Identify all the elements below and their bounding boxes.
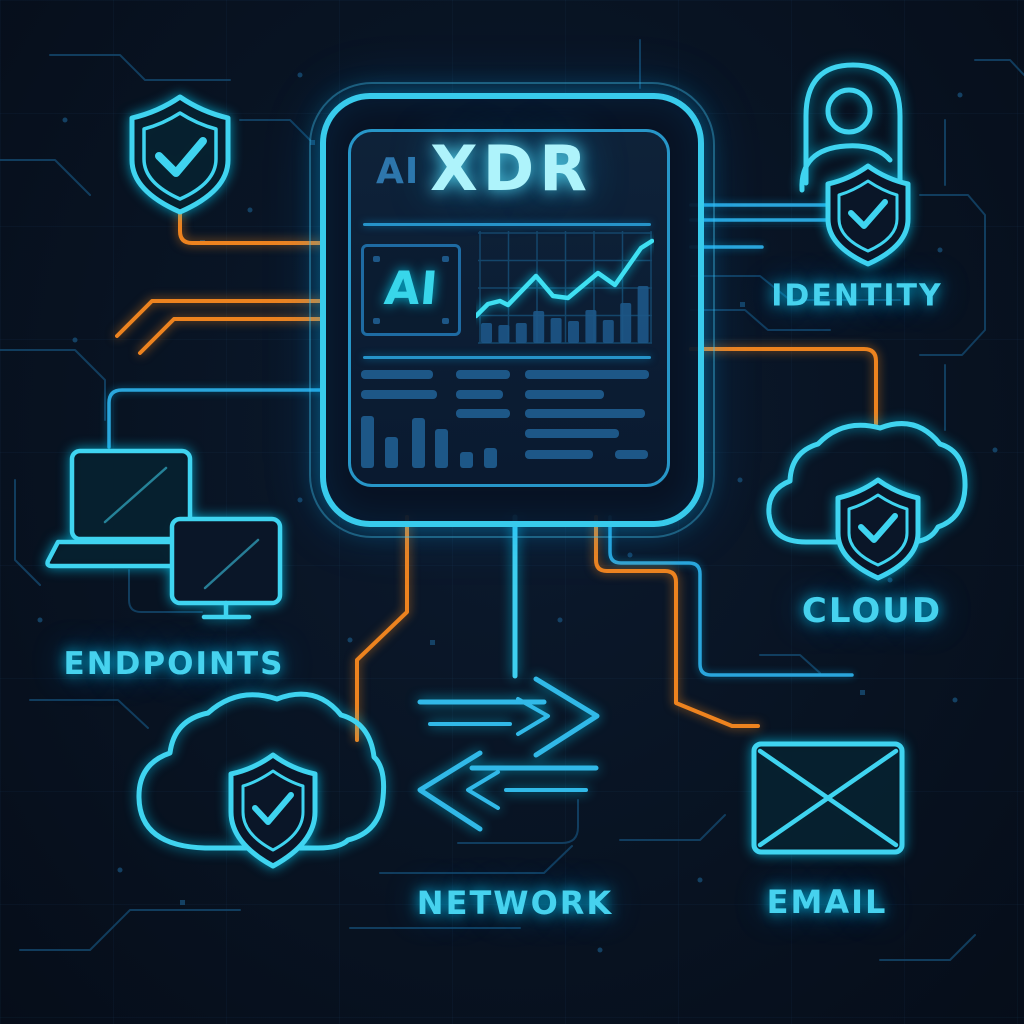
connector-endpoints (107, 388, 325, 449)
xdr-dashboard-panel: AI XDR AI (309, 82, 715, 538)
section-divider (363, 356, 651, 359)
text-line (456, 409, 510, 418)
chip-pin (442, 318, 449, 324)
text-line (361, 370, 433, 379)
mini-bar (412, 418, 425, 468)
arrow-right-inner (428, 697, 550, 736)
shield-check-icon (129, 94, 231, 215)
ai-chip-icon: AI (361, 244, 461, 336)
connector-secure-cloud (355, 515, 409, 742)
identity-label: IDENTITY (771, 278, 943, 314)
panel-title-prefix: AI (376, 151, 420, 192)
circuit-traces (0, 39, 1024, 961)
panel-title: XDR (430, 132, 593, 205)
envelope-icon (751, 741, 905, 855)
chip-pin (373, 318, 380, 324)
text-line (525, 409, 645, 418)
arrow-left (417, 750, 599, 832)
check-mark (848, 199, 888, 229)
trend-chart (476, 229, 654, 345)
connector-shield-panel (178, 211, 325, 245)
arrow-right (417, 676, 600, 758)
check-mark (252, 792, 294, 825)
laptop-monitor-icon (45, 448, 283, 620)
check-mark (155, 137, 207, 177)
orange-connectors (115, 211, 878, 742)
envelope-flaps (757, 748, 899, 848)
mini-bar (361, 416, 374, 468)
mini-bar (484, 448, 497, 468)
cloud-shield-icon (766, 421, 968, 581)
text-line (525, 450, 593, 459)
circuit-dots (37, 72, 998, 953)
user-shoulders (799, 143, 893, 193)
text-line (525, 429, 619, 438)
network-label: NETWORK (416, 884, 614, 922)
text-line (456, 390, 503, 399)
text-line (361, 390, 437, 399)
ai-chip-label: AI (382, 260, 440, 315)
user-head (825, 87, 873, 135)
check-mark (858, 513, 898, 543)
mini-bar (435, 429, 448, 468)
connector-cloud (608, 515, 854, 677)
connector-left-1 (115, 299, 325, 338)
text-line (456, 370, 510, 379)
endpoints-label: ENDPOINTS (63, 646, 285, 682)
dashboard-screen: AI XDR AI (348, 129, 670, 487)
cloud-label: CLOUD (801, 591, 943, 631)
mini-bar (460, 452, 473, 468)
laptop-reflection (103, 466, 168, 524)
email-label: EMAIL (766, 883, 888, 921)
connector-left-2 (138, 317, 325, 355)
mini-bar (385, 437, 398, 468)
monitor-stand (201, 600, 252, 620)
text-line (525, 370, 649, 379)
connector-email (594, 515, 760, 728)
text-line (525, 390, 604, 399)
connector-right-down (689, 347, 878, 426)
arrow-left-inner (466, 770, 588, 810)
transfer-arrows-icon (417, 676, 600, 832)
chip-pin (373, 256, 380, 262)
monitor-screen (169, 516, 283, 606)
monitor-reflection (203, 538, 260, 590)
header-divider (363, 223, 651, 226)
cloud-shield-icon-2 (136, 691, 387, 869)
chip-pin (442, 256, 449, 262)
text-line (615, 450, 648, 459)
user-shield-icon (799, 62, 911, 267)
